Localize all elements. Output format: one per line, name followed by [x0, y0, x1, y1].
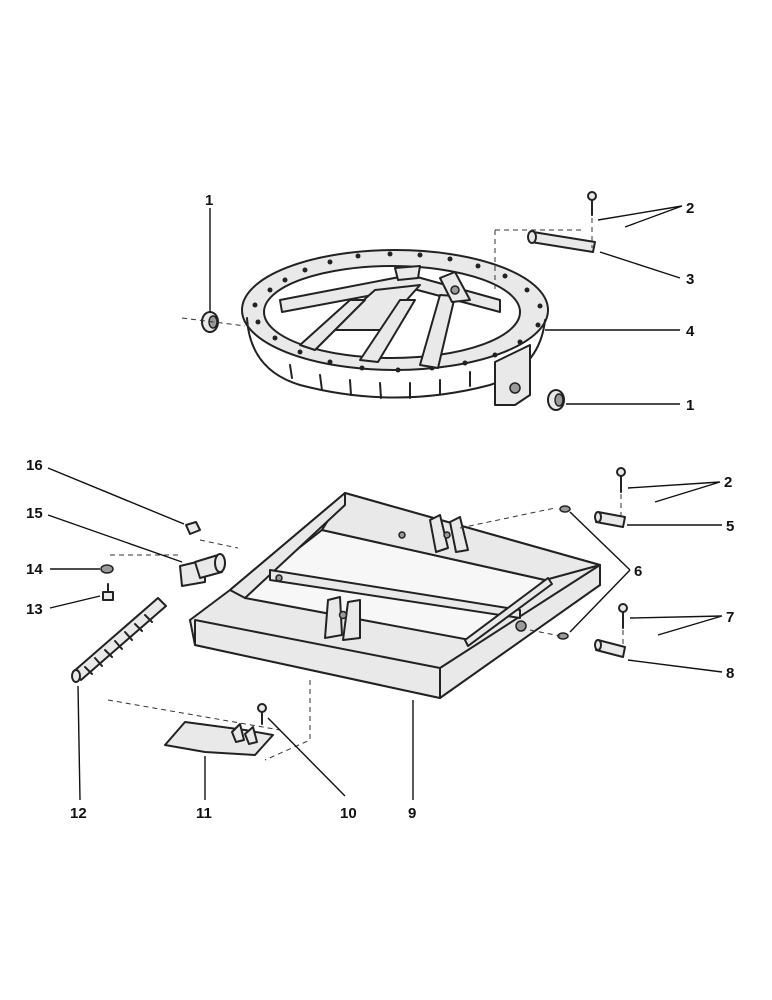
- washer-14-part: [100, 564, 114, 574]
- bolt-upper-part: [587, 191, 597, 216]
- callout-2b: 2: [724, 474, 732, 491]
- threaded-rod-part: [71, 597, 167, 683]
- callout-6: 6: [634, 563, 642, 580]
- callout-5: 5: [726, 518, 734, 535]
- callout-1a: 1: [205, 192, 213, 209]
- callout-10: 10: [340, 805, 357, 822]
- base-frame-part: [189, 492, 601, 699]
- washer-upper-part: [559, 505, 571, 513]
- bushing-right-part: [547, 389, 565, 411]
- pin-5-part: [594, 511, 626, 528]
- callout-9: 9: [408, 805, 416, 822]
- mounting-plate-part: [164, 721, 274, 756]
- callout-1b: 1: [686, 397, 694, 414]
- callout-4: 4: [686, 323, 695, 340]
- bolt-13-part: [102, 583, 114, 601]
- nut-part: [185, 521, 201, 535]
- hinge-bracket-part: [179, 553, 226, 587]
- callout-3: 3: [686, 271, 694, 288]
- callout-15: 15: [26, 505, 43, 522]
- pin-upper-part: [527, 230, 596, 253]
- leader-lines: [47, 205, 723, 801]
- bolt-10-part: [257, 703, 267, 725]
- bolt-lower-part: [616, 467, 626, 493]
- callout-labels: 1 2 3 4 1 16 2 15 5 6 14 13 7 8 12 11 10…: [26, 192, 734, 822]
- callout-16: 16: [26, 457, 43, 474]
- bolt-7-part: [618, 603, 628, 629]
- callout-7: 7: [726, 609, 734, 626]
- callout-14: 14: [26, 561, 43, 578]
- pin-8-part: [594, 639, 626, 658]
- callout-8: 8: [726, 665, 734, 682]
- callout-11: 11: [196, 805, 212, 822]
- ring-frame-part: [241, 249, 549, 406]
- callout-12: 12: [70, 805, 87, 822]
- callout-13: 13: [26, 601, 43, 618]
- callout-2a: 2: [686, 200, 694, 217]
